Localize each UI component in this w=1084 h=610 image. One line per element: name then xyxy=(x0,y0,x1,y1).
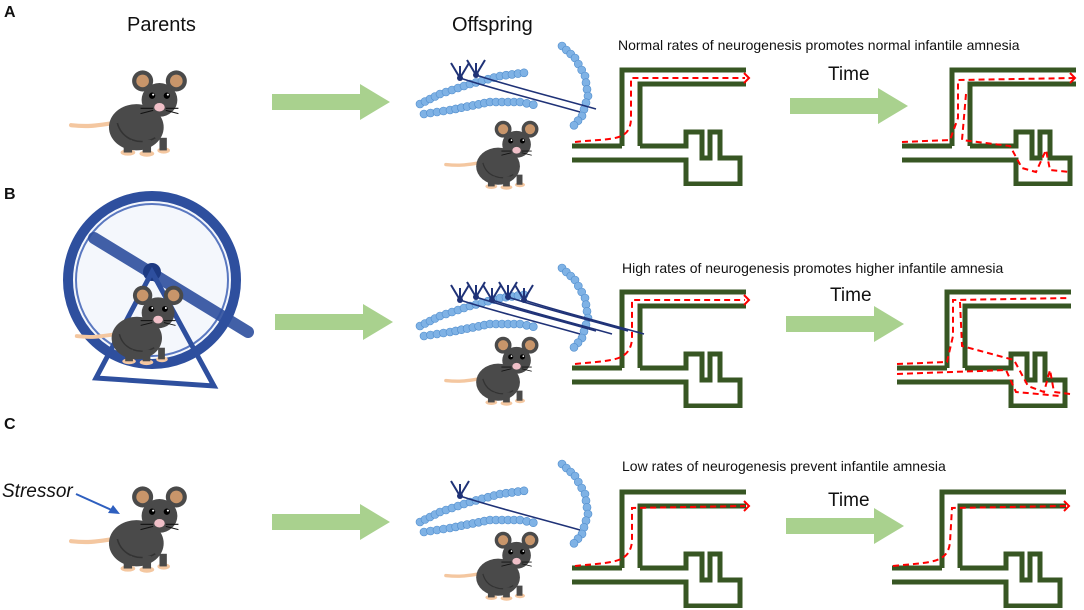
maze-b-initial xyxy=(572,292,746,406)
path-b-initial xyxy=(574,299,745,365)
maze-c-later xyxy=(892,492,1066,606)
neuron-dendrite xyxy=(450,62,470,79)
neuron-dendrite xyxy=(482,284,502,301)
path-b-later-2 xyxy=(959,301,1071,395)
path-a-initial xyxy=(574,77,745,143)
path-c-later xyxy=(892,505,1067,567)
neuron-dendrite xyxy=(514,284,534,301)
neuron-soma xyxy=(473,294,479,300)
granule-cell xyxy=(528,100,538,109)
path-a-later-2 xyxy=(960,93,1071,174)
neuron-soma xyxy=(473,72,479,78)
caption-a: Normal rates of neurogenesis promotes no… xyxy=(618,37,1020,53)
time-arrow-c xyxy=(786,508,904,544)
hippocampus-c xyxy=(415,459,593,548)
granule-cell xyxy=(569,342,579,352)
parent-mouse-a xyxy=(71,70,187,156)
neuron-soma xyxy=(457,75,463,81)
maze-b-later xyxy=(897,292,1071,406)
running-wheel xyxy=(63,191,254,389)
panel-label-c: C xyxy=(4,416,16,433)
offspring-mouse-a xyxy=(446,121,539,190)
path-b-later-1 xyxy=(896,297,1071,365)
neuron-soma xyxy=(521,297,527,303)
offspring-mouse-c xyxy=(446,532,539,601)
neuron-axon xyxy=(475,296,597,332)
time-label-b: Time xyxy=(830,285,872,306)
path-c-initial xyxy=(574,505,746,567)
neuron-axon xyxy=(507,296,629,332)
panel-label-b: B xyxy=(4,186,16,203)
offspring-mouse-b xyxy=(446,337,539,406)
maze-a-initial xyxy=(572,70,746,184)
panel-label-a: A xyxy=(4,4,16,21)
neuron-soma xyxy=(505,294,511,300)
neuron-axon xyxy=(491,299,613,335)
neuron-dendrite xyxy=(450,284,470,301)
neuron-axon xyxy=(459,77,581,113)
time-label-a: Time xyxy=(828,64,870,85)
hippocampus-a xyxy=(415,41,597,130)
stressor-label: Stressor xyxy=(2,481,73,502)
flow-arrow-b1 xyxy=(275,304,393,340)
flow-arrow-a1 xyxy=(272,84,390,120)
neuron-dendrite xyxy=(498,281,518,298)
neuron-axon xyxy=(459,495,581,531)
time-label-c: Time xyxy=(828,490,870,511)
caption-c: Low rates of neurogenesis prevent infant… xyxy=(622,458,946,474)
neuron-dendrite xyxy=(466,59,486,76)
hippocampus-b xyxy=(415,263,645,352)
neuron-axon xyxy=(523,299,645,335)
granule-cell xyxy=(519,486,529,496)
granule-cell xyxy=(569,121,579,130)
neuron-soma xyxy=(457,297,463,303)
neuron-axon xyxy=(459,299,581,335)
path-b-later-3 xyxy=(896,368,1061,397)
maze-c-initial xyxy=(572,492,746,606)
granule-cell xyxy=(528,322,538,332)
offspring-header: Offspring xyxy=(452,14,533,36)
granule-cell xyxy=(569,538,579,548)
path-a-later-1 xyxy=(901,77,1076,143)
neuron-soma xyxy=(457,493,463,499)
time-arrow-a xyxy=(790,88,908,124)
caption-b: High rates of neurogenesis promotes high… xyxy=(622,260,1004,276)
granule-cell xyxy=(519,68,529,78)
stressor-arrow xyxy=(75,493,120,514)
neuron-soma xyxy=(489,297,495,303)
neuron-axon xyxy=(475,74,597,110)
granule-cell xyxy=(528,518,538,528)
neuron-dendrite xyxy=(450,480,470,497)
parents-header: Parents xyxy=(127,14,196,36)
time-arrow-b xyxy=(786,306,904,342)
flow-arrow-c1 xyxy=(272,504,390,540)
neuron-dendrite xyxy=(466,281,486,298)
